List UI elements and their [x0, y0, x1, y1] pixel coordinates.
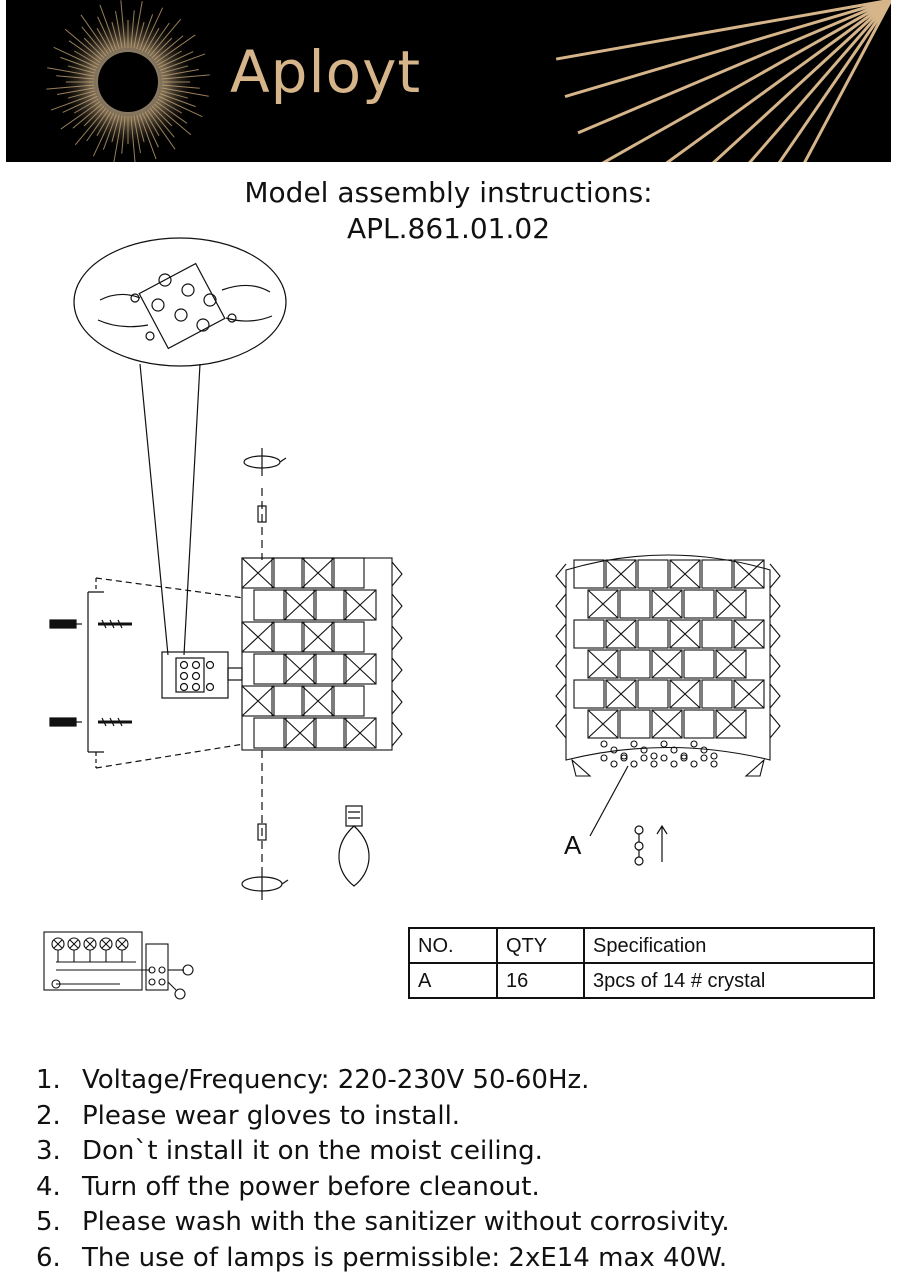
lamp-front-view [555, 554, 781, 777]
list-item: 3.Don`t install it on the moist ceiling. [36, 1136, 543, 1166]
list-item: 6.The use of lamps is permissible: 2xE14… [36, 1242, 728, 1273]
header-no: NO. [408, 927, 498, 964]
terminal-callout-bubble [73, 237, 287, 367]
header-qty: QTY [496, 927, 585, 964]
cell-qty: 16 [496, 962, 585, 999]
brand-banner: Aployt [6, 0, 891, 162]
header-specification: Specification [583, 927, 875, 964]
crystal-callout [589, 765, 668, 866]
sun-rays [46, 0, 210, 162]
page-title: Model assembly instructions: [244, 176, 653, 209]
list-item: 5.Please wash with the sanitizer without… [36, 1207, 730, 1237]
corner-rays [555, 0, 891, 162]
brand-logo: Aployt [230, 38, 422, 106]
callout-leader [139, 363, 201, 656]
sun-core [98, 52, 158, 112]
e14-candle-bulb-icon [338, 805, 370, 887]
lamp-shade-side-view [241, 557, 403, 751]
table-row: A 16 3pcs of 14 # crystal [408, 962, 875, 999]
wall-mounting-bracket [87, 577, 245, 769]
list-item: 1.Voltage/Frequency: 220-230V 50-60Hz. [36, 1065, 590, 1095]
parts-specification-table: NO. QTY Specification A 16 3pcs of 14 # … [408, 927, 875, 999]
assembly-drawing: A [43, 237, 781, 1000]
cell-no: A [408, 962, 498, 999]
list-item: 4.Turn off the power before cleanout. [36, 1171, 540, 1202]
assembly-axis [241, 448, 289, 900]
cell-specification: 3pcs of 14 # crystal [583, 962, 875, 999]
up-arrow-icon [656, 824, 668, 862]
model-number: APL.861.01.02 [346, 212, 551, 245]
table-header-row: NO. QTY Specification [408, 927, 875, 964]
installation-notes-list: 1.Voltage/Frequency: 220-230V 50-60Hz. 2… [36, 1063, 730, 1276]
list-item: 2.Please wear gloves to install. [36, 1100, 461, 1131]
callout-label-a: A [564, 830, 582, 860]
junction-box [161, 651, 243, 699]
crystal-strand-icon [634, 825, 644, 866]
sunburst-decoration [46, 0, 891, 162]
terminal-block-closeup [97, 262, 273, 350]
wiring-diagram [43, 931, 194, 1000]
wall-anchors-and-screws [49, 619, 132, 727]
